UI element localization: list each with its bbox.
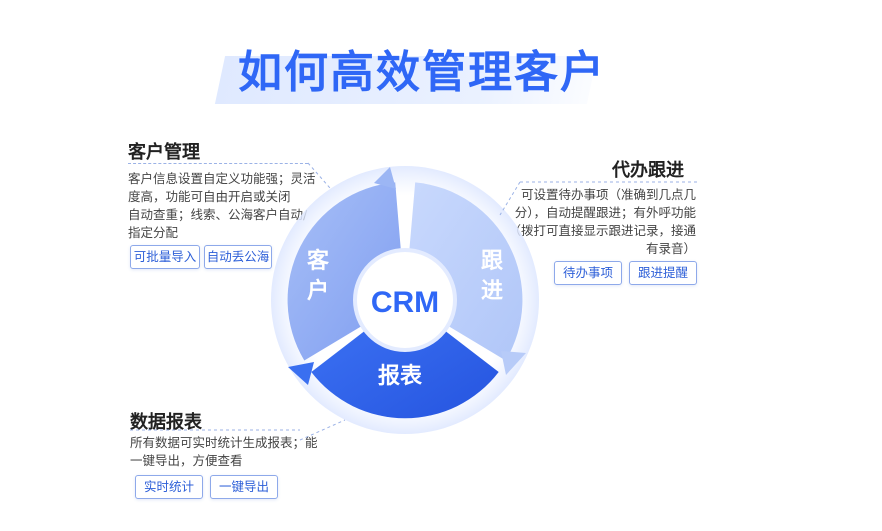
- segment-follow-label-1: 跟: [481, 249, 504, 274]
- batch-import-tag[interactable]: 可批量导入: [130, 245, 200, 269]
- arrow-head-report: [288, 362, 314, 385]
- desc-line: 一键导出，方便查看: [130, 453, 243, 468]
- desc-line: 分），自动提醒跟进；有外呼功能: [514, 205, 696, 220]
- follow-up-desc: 可设置待办事项（准确到几点几 分），自动提醒跟进；有外呼功能 （拨打可直接显示跟…: [500, 186, 696, 258]
- segment-report-label: 报表: [378, 364, 423, 389]
- desc-line: 客户信息设置自定义功能强；灵活: [128, 171, 316, 186]
- one-click-export-tag[interactable]: 一键导出: [210, 475, 278, 499]
- follow-reminder-tag[interactable]: 跟进提醒: [629, 261, 697, 285]
- segment-customer-label-2: 户: [307, 278, 329, 304]
- desc-line: 所有数据可实时统计生成报表；能: [130, 435, 318, 450]
- desc-line: 有录音）: [645, 241, 696, 256]
- desc-line: （拨打可直接显示跟进记录，接通: [508, 223, 696, 238]
- auto-public-pool-tag[interactable]: 自动丢公海: [204, 245, 272, 269]
- desc-line: 指定分配: [128, 225, 179, 240]
- segment-follow-label-2: 进: [481, 279, 503, 304]
- segment-report[interactable]: [311, 300, 499, 419]
- realtime-stats-tag[interactable]: 实时统计: [135, 475, 203, 499]
- arrow-head-follow: [501, 351, 526, 375]
- page-title: 如何高效管理客户: [238, 47, 606, 98]
- data-report-desc: 所有数据可实时统计生成报表；能 一键导出，方便查看: [130, 434, 320, 470]
- segment-customer-label-1: 客: [307, 248, 330, 274]
- customer-management-divider: [128, 163, 308, 164]
- title-banner: 如何高效管理客户: [214, 28, 604, 108]
- crm-cycle-diagram: CRM 客 户 跟 进 报表: [271, 166, 539, 434]
- desc-line: 自动查重；线索、公海客户自动/: [128, 207, 308, 222]
- customer-management-heading: 客户管理: [128, 142, 200, 163]
- customer-management-desc: 客户信息设置自定义功能强；灵活 度高，功能可自由开启或关闭 自动查重；线索、公海…: [128, 170, 318, 242]
- center-label: CRM: [371, 286, 439, 319]
- desc-line: 度高，功能可自由开启或关闭: [128, 189, 291, 204]
- todo-tag[interactable]: 待办事项: [554, 261, 622, 285]
- arrow-head-customer: [374, 167, 396, 189]
- center-circle: [353, 248, 457, 352]
- data-report-heading: 数据报表: [130, 412, 202, 433]
- desc-line: 可设置待办事项（准确到几点几: [520, 187, 696, 202]
- follow-up-heading: 代办跟进: [612, 160, 684, 181]
